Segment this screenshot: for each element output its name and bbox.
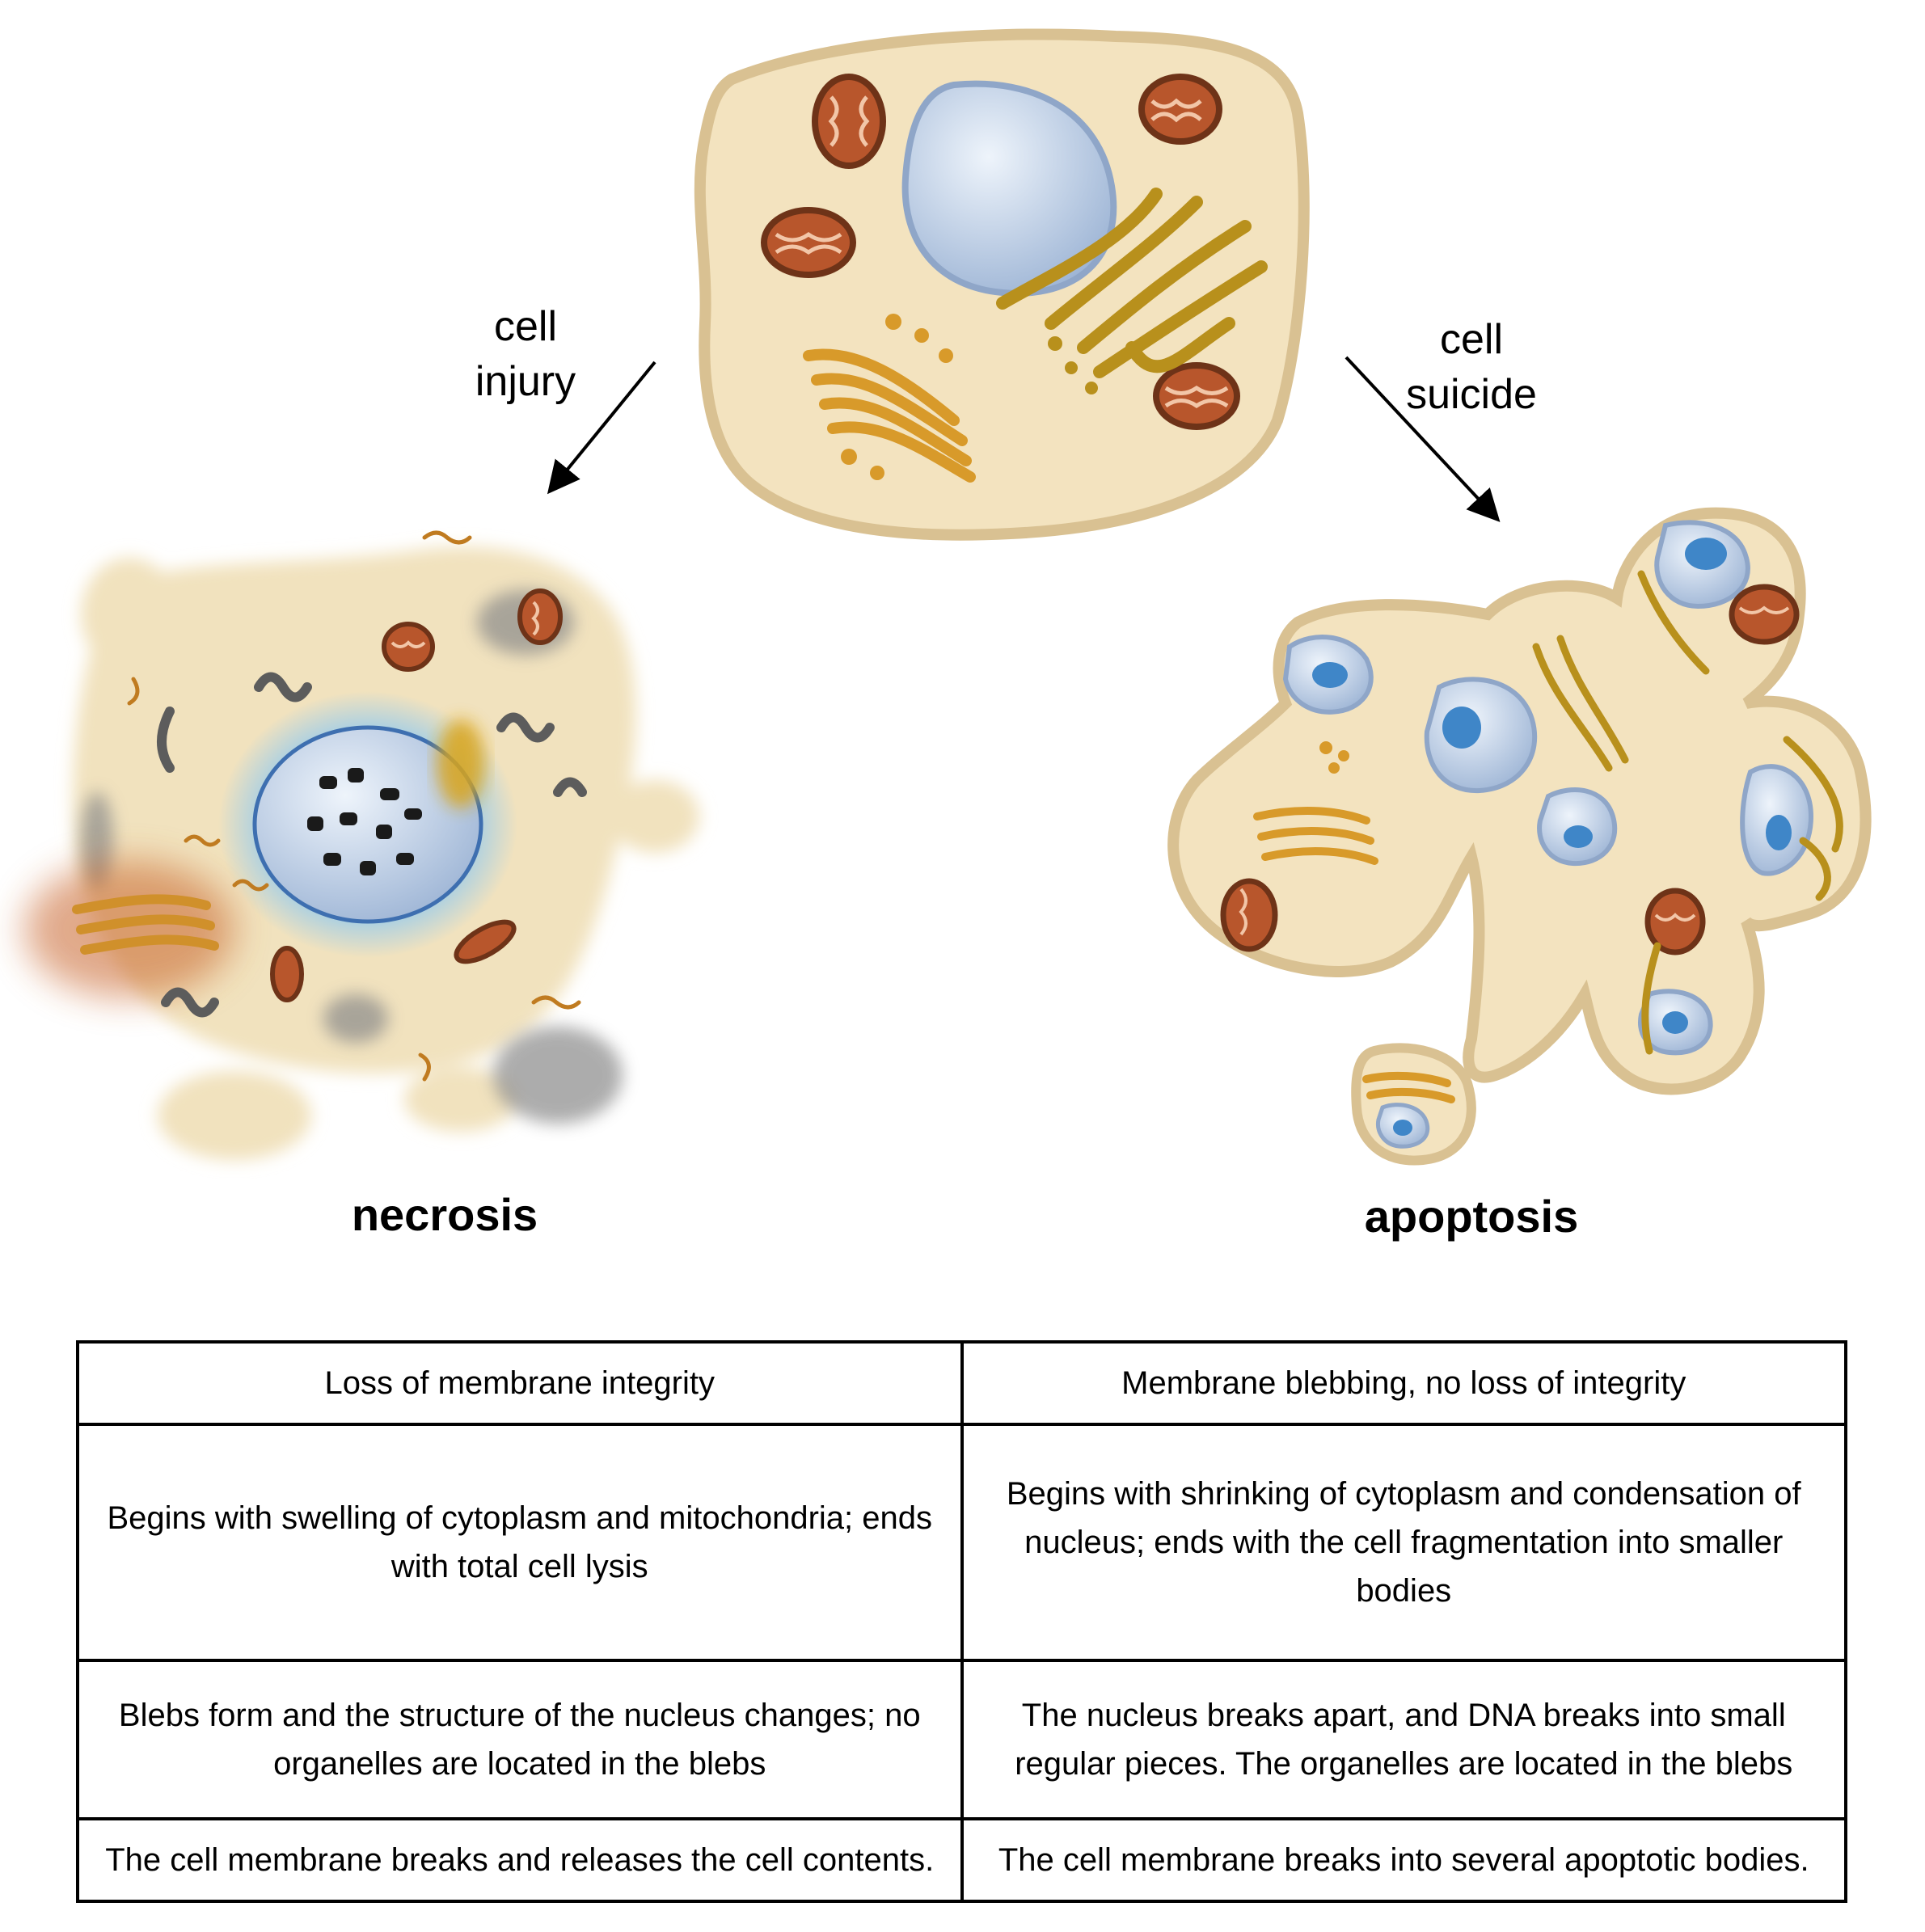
golgi-apparatus <box>803 348 976 483</box>
endoplasmic-reticulum <box>1532 570 1843 1055</box>
apoptosis-cell: The cell membrane breaks into several ap… <box>960 1817 1847 1903</box>
endoplasmic-reticulum <box>996 188 1268 378</box>
necrosis-caption: necrosis <box>351 1189 538 1240</box>
apoptosis-cell: The nucleus breaks apart, and DNA breaks… <box>960 1658 1847 1821</box>
golgi-vesicles <box>841 314 953 480</box>
comparison-table: Loss of membrane integrity Membrane bleb… <box>76 1340 1847 1903</box>
golgi-apparatus <box>1253 807 1455 1103</box>
condensed-nucleus <box>1282 635 1374 715</box>
table-row: Begins with swelling of cytoplasm and mi… <box>76 1422 1847 1662</box>
mitochondrion <box>761 207 856 278</box>
condensed-nucleus <box>1740 764 1814 876</box>
condensed-nucleus <box>1375 1103 1430 1149</box>
mitochondrion <box>812 74 886 169</box>
mitochondrion <box>1729 584 1800 645</box>
released-fragments <box>127 530 581 1082</box>
swollen-nucleus <box>252 725 483 924</box>
mitochondrion <box>1153 362 1240 430</box>
table-row: Loss of membrane integrity Membrane bleb… <box>76 1340 1847 1426</box>
arrow-to-apoptosis <box>1345 356 1501 522</box>
swollen-mitochondrion <box>270 946 304 1002</box>
table-row: Blebs form and the structure of the nucl… <box>76 1658 1847 1821</box>
healthy-cell <box>694 28 1310 541</box>
condensed-nucleus <box>1537 787 1618 867</box>
swollen-mitochondrion <box>382 622 435 672</box>
swollen-mitochondrion <box>517 588 563 645</box>
table-row: The cell membrane breaks and releases th… <box>76 1817 1847 1903</box>
necrosis-cell: The cell membrane breaks and releases th… <box>76 1817 964 1903</box>
cell-suicide-label: cell suicide <box>1406 316 1537 418</box>
fragmented-chromatin <box>307 768 422 875</box>
swollen-mitochondrion <box>454 919 517 964</box>
apoptosis-cell: Begins with shrinking of cytoplasm and c… <box>960 1422 1847 1662</box>
necrotic-golgi-glow <box>24 861 234 998</box>
necrosis-cell: Begins with swelling of cytoplasm and mi… <box>76 1422 964 1662</box>
necrosis-cell: Loss of membrane integrity <box>76 1340 964 1426</box>
cell-injury-label: cell injury <box>475 303 576 405</box>
apoptotic-cell <box>1167 507 1872 1166</box>
necrotic-cell <box>24 530 699 1160</box>
condensed-nucleus <box>1654 520 1750 610</box>
cell-death-diagram <box>24 28 1872 1166</box>
mitochondrion <box>1220 878 1278 952</box>
mitochondrion <box>1138 74 1222 145</box>
er-vesicles <box>1048 336 1098 394</box>
swollen-er <box>437 719 485 808</box>
swollen-golgi <box>72 894 219 955</box>
condensed-nucleus <box>1424 677 1538 794</box>
apoptosis-cell: Membrane blebbing, no loss of integrity <box>960 1340 1847 1426</box>
apoptosis-caption: apoptosis <box>1364 1191 1579 1242</box>
arrow-to-necrosis <box>547 361 656 495</box>
necrosis-cell: Blebs form and the structure of the nucl… <box>76 1658 964 1821</box>
released-debris <box>157 672 587 1018</box>
golgi-vesicles <box>1319 741 1349 774</box>
mitochondrion <box>1644 888 1706 955</box>
